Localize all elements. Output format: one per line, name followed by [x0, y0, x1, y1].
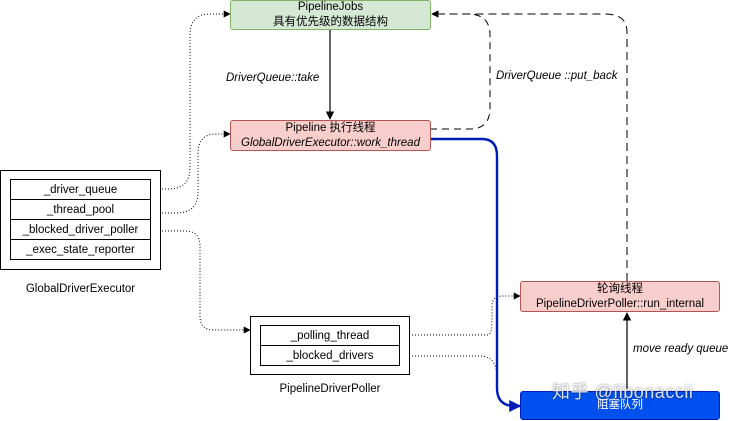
poller-label: PipelineDriverPoller [279, 383, 381, 395]
executor-field-thread-pool: _thread_pool [10, 199, 151, 220]
pipeline-jobs-title: PipelineJobs [297, 1, 364, 13]
edge-label-take: DriverQueue::take [226, 72, 320, 84]
edge-put-back-work-thread [430, 10, 491, 130]
executor-field-blocked-driver-poller: _blocked_driver_poller [10, 219, 151, 240]
pipeline-jobs-node: PipelineJobs 具有优先级的数据结构 [230, 0, 431, 30]
blocked-queue-node: 阻塞队列 [520, 391, 720, 420]
poller-thread-subtitle: PipelineDriverPoller::run_internal [535, 297, 705, 310]
edge-driver-queue-to-jobs [150, 10, 231, 190]
watermark: 知乎 @fibonaccii [552, 382, 694, 402]
edge-label-put-back: DriverQueue ::put_back [496, 70, 618, 82]
edge-put-back-poller [431, 10, 628, 281]
edge-thread-pool-to-work-thread [150, 130, 231, 214]
work-thread-title: Pipeline 执行线程 [285, 121, 376, 134]
poller-field-blocked-drivers: _blocked_drivers [260, 345, 400, 366]
edge-poller-field-to-poller [150, 230, 251, 334]
edge-work-thread-to-blocked-queue [430, 137, 522, 412]
poller-field-polling-thread: _polling_thread [260, 325, 400, 346]
poller-thread-node: 轮询线程 PipelineDriverPoller::run_internal [520, 281, 720, 312]
pipeline-jobs-subtitle: 具有优先级的数据结构 [273, 16, 388, 28]
executor-label: GlobalDriverExecutor [25, 283, 136, 295]
work-thread-subtitle: GlobalDriverExecutor::work_thread [241, 136, 420, 149]
blocked-queue-title: 阻塞队列 [597, 399, 643, 411]
executor-field-driver-queue: _driver_queue [10, 179, 151, 200]
poller-thread-title: 轮询线程 [597, 282, 643, 295]
edge-label-move-ready-queue: move ready queue [633, 343, 729, 355]
edge-blocked-drivers-to-queue [400, 355, 521, 410]
work-thread-node: Pipeline 执行线程 GlobalDriverExecutor::work… [230, 120, 431, 151]
executor-field-exec-state-reporter: _exec_state_reporter [10, 239, 151, 260]
edge-polling-thread-to-run-internal [400, 292, 521, 336]
